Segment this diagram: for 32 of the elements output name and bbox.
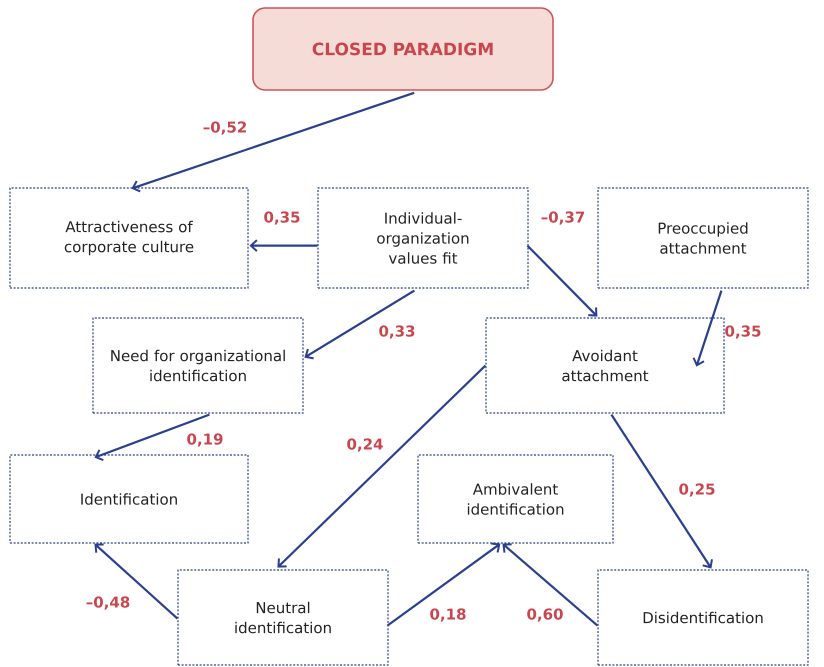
edge-label: 0,33 — [379, 325, 414, 339]
construct-box: Neutral identification — [177, 569, 389, 666]
arrow — [692, 290, 722, 367]
arrow — [502, 543, 598, 626]
edge-label: 0,25 — [679, 483, 714, 497]
edge-label: –0,37 — [542, 211, 584, 225]
arrow — [526, 244, 598, 317]
arrow — [249, 239, 318, 252]
edge-label: 0,35 — [725, 325, 760, 339]
edge-label: –0,52 — [204, 121, 246, 135]
arrow — [131, 92, 415, 192]
arrow — [386, 542, 500, 626]
arrow — [610, 414, 713, 569]
construct-box: Preoccupied attachment — [597, 187, 809, 289]
arrow — [304, 290, 415, 360]
arrow — [94, 414, 210, 462]
construct-box: Attractiveness of corporate culture — [9, 187, 249, 289]
arrow — [277, 364, 486, 568]
edge-label: 0,60 — [527, 608, 563, 622]
construct-box: Ambivalent identification — [417, 454, 614, 544]
construct-box: Identification — [9, 454, 249, 544]
edge-label: 0,24 — [347, 438, 383, 452]
construct-box: Need for organizational identification — [92, 317, 304, 414]
construct-box: Individual-organization values fit — [317, 187, 529, 289]
title-box: CLOSED PARADIGM — [252, 7, 554, 91]
edge-label: 0,35 — [264, 211, 300, 225]
edge-label: 0,19 — [187, 433, 223, 447]
edge-label: –0,48 — [86, 596, 130, 610]
construct-box: Disidentification — [597, 569, 809, 666]
edge-label: 0,18 — [430, 608, 466, 622]
construct-box: Avoidant attachment — [485, 317, 725, 414]
arrow — [94, 544, 178, 620]
